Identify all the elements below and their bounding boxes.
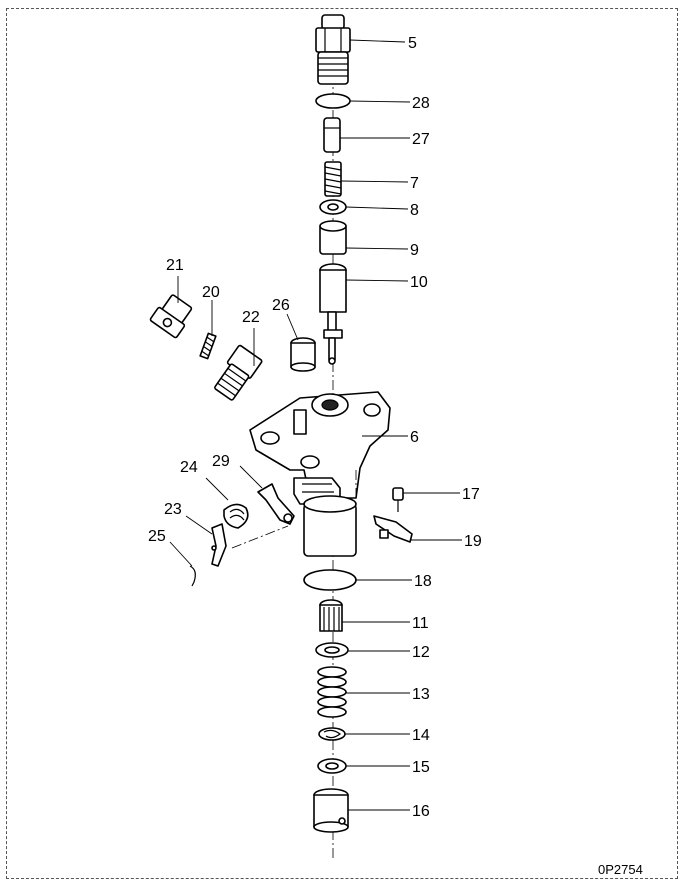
part-26-plug <box>290 337 316 372</box>
callout-12: 12 <box>412 644 430 661</box>
part-23-bracket <box>211 523 227 567</box>
callout-9: 9 <box>410 242 419 259</box>
part-10-plunger <box>319 263 347 365</box>
part-15-washer <box>317 758 347 774</box>
part-12-washer <box>315 642 349 658</box>
part-25-pin <box>189 565 196 587</box>
part-13-plunger-spring <box>317 666 347 718</box>
callout-28: 28 <box>412 95 430 112</box>
part-27-stopper <box>323 117 341 153</box>
part-16-tappet <box>313 788 349 833</box>
callout-5: 5 <box>408 35 417 52</box>
part-11-spring-seat <box>319 599 343 632</box>
part-28-o-ring <box>315 93 351 109</box>
callout-27: 27 <box>412 131 430 148</box>
part-29-lever <box>257 483 295 525</box>
callout-6: 6 <box>410 429 419 446</box>
part-9-delivery-valve <box>319 220 347 255</box>
callout-16: 16 <box>412 803 430 820</box>
callout-17: 17 <box>462 486 480 503</box>
part-7-spring <box>324 161 342 197</box>
callout-13: 13 <box>412 686 430 703</box>
callout-7: 7 <box>410 175 419 192</box>
callout-25: 25 <box>148 528 166 545</box>
callout-8: 8 <box>410 202 419 219</box>
drawing-border <box>6 8 678 879</box>
callout-24: 24 <box>180 459 198 476</box>
callout-11: 11 <box>412 615 429 632</box>
part-20-spring <box>199 332 217 360</box>
callout-22: 22 <box>242 309 260 326</box>
drawing-code: 0P2754 <box>598 862 643 877</box>
callout-23: 23 <box>164 501 182 518</box>
part-22-hollow-screw <box>214 344 263 401</box>
leader-lines <box>169 39 462 811</box>
part-14-lower-seat <box>318 727 346 741</box>
callout-10: 10 <box>410 274 428 291</box>
part-5-valve-holder <box>315 14 351 85</box>
callout-29: 29 <box>212 453 230 470</box>
callout-21: 21 <box>166 257 184 274</box>
part-8-washer <box>319 199 347 215</box>
callout-18: 18 <box>414 573 432 590</box>
callout-19: 19 <box>464 533 482 550</box>
callout-14: 14 <box>412 727 430 744</box>
part-6-pump-housing <box>249 391 391 505</box>
part-19-control-rack <box>373 515 413 543</box>
callout-26: 26 <box>272 297 290 314</box>
callout-15: 15 <box>412 759 430 776</box>
callout-labels: 5 28 27 7 8 9 10 21 20 22 26 6 24 29 17 … <box>148 35 482 820</box>
housing-lower-barrel <box>303 495 357 557</box>
assembly-connector <box>231 525 289 549</box>
part-18-o-ring <box>303 569 357 591</box>
part-21-banjo-bolt <box>149 294 193 339</box>
part-24-spring <box>223 503 249 529</box>
part-17-screw <box>392 487 404 512</box>
callout-20: 20 <box>202 284 220 301</box>
